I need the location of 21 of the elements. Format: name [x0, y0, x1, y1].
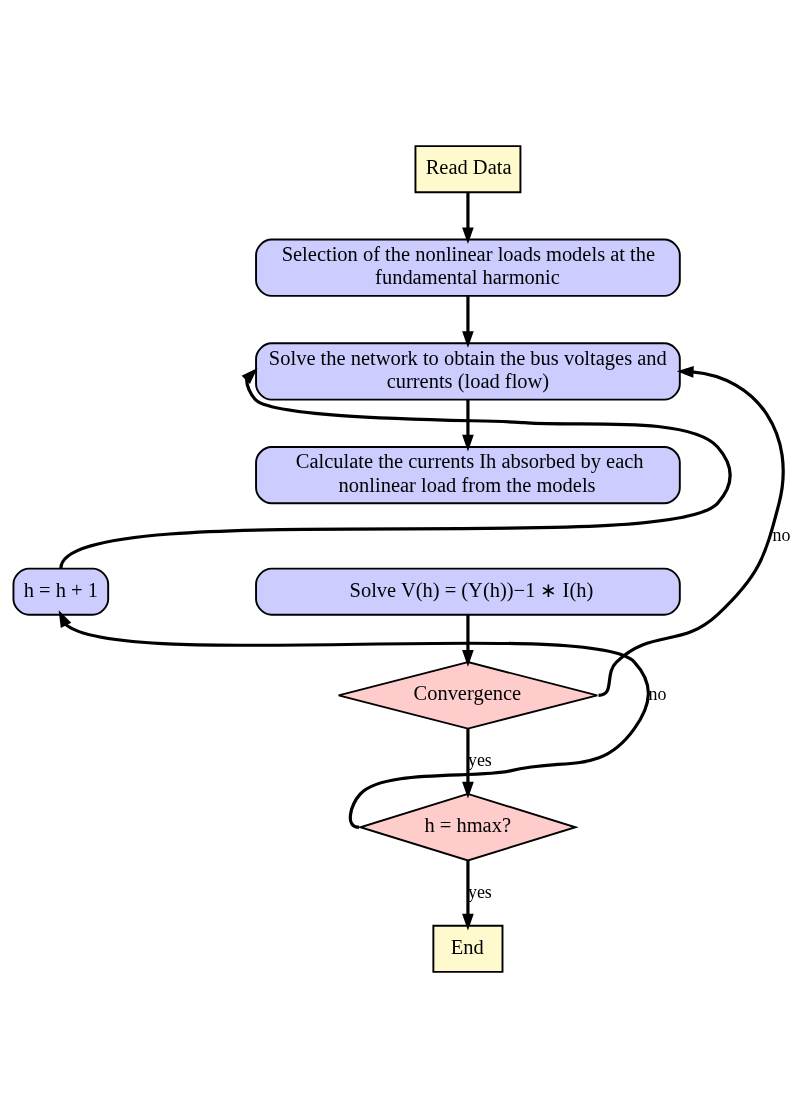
node-box: h = h + 1 — [12, 567, 110, 616]
arrow — [462, 399, 474, 452]
arrow — [59, 367, 732, 570]
arrow — [462, 728, 474, 798]
arrow — [598, 365, 785, 697]
node-box: Solve the network to obtain the bus voltages and currents (load flow) — [255, 341, 681, 401]
node-box: Selection of the nonlinear loads models at the fundamental harmonic — [255, 238, 681, 297]
edge-label: no — [772, 524, 791, 545]
node-box: End — [432, 924, 504, 973]
node-box: Solve V(h) = (Y(h))−1 ∗ I(h) — [255, 567, 681, 616]
arrow — [462, 614, 474, 667]
arrow — [462, 860, 474, 930]
arrow — [462, 191, 474, 244]
node-box: Read Data — [414, 144, 522, 193]
edge-label: yes — [467, 881, 492, 902]
edge-label: yes — [467, 749, 492, 770]
arrow — [462, 295, 474, 348]
edge-label: no — [648, 683, 667, 704]
node-diamond: Convergence — [337, 660, 599, 730]
node-box: Calculate the currents Ih absorbed by each nonlinear load from the models — [255, 445, 681, 504]
node-diamond: h = hmax? — [357, 792, 579, 861]
